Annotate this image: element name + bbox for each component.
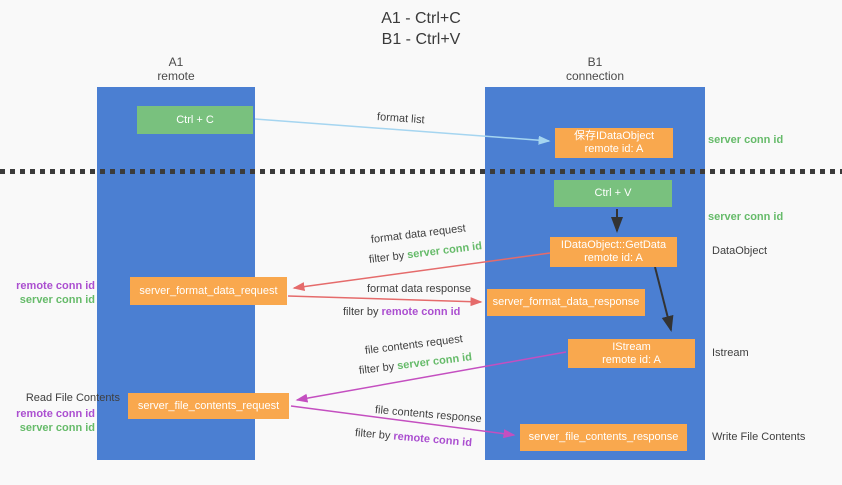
node-ctrl-c-label: Ctrl + C: [176, 113, 214, 126]
remote-conn-id-text: remote conn id: [381, 306, 461, 318]
edge-label-format-data-response: format data response: [367, 283, 471, 295]
left-conn-id-group-1: remote conn id server conn id: [0, 279, 95, 307]
label-server-conn-id-mid-right: server conn id: [708, 211, 784, 223]
edge-label-format-list: format list: [376, 111, 425, 127]
label-server-conn-id-left-1: server conn id: [19, 294, 95, 306]
node-save-idataobject: 保存IDataObject remote id: A: [555, 128, 673, 158]
diagram-title: A1 - Ctrl+C B1 - Ctrl+V: [0, 8, 842, 50]
node-server-file-contents-response: server_file_contents_response: [520, 424, 687, 451]
label-read-file-contents: Read File Contents: [25, 392, 120, 404]
edge-label-filter-by-remote-1: filter by remote conn id: [343, 306, 460, 318]
title-line-1: A1 - Ctrl+C: [381, 10, 461, 27]
title-line-2: B1 - Ctrl+V: [381, 31, 461, 48]
column-header-a1: A1 remote: [97, 55, 255, 83]
label-istream: Istream: [712, 347, 749, 359]
node-getdata-line1: IDataObject::GetData: [560, 239, 667, 251]
column-a1-role: remote: [157, 69, 195, 83]
node-server-file-contents-request: server_file_contents_request: [128, 393, 289, 419]
filter-by-text: filter by: [343, 306, 379, 318]
label-remote-conn-id-left-1: remote conn id: [16, 280, 95, 292]
label-remote-conn-id-left-2: remote conn id: [16, 408, 95, 420]
node-save-idataobject-line2: remote id: A: [584, 143, 644, 155]
filter-by-text: filter by: [368, 249, 405, 266]
node-file-request-label: server_file_contents_request: [137, 399, 280, 412]
arrow-format-data-response: [287, 295, 483, 307]
node-idataobject-getdata: IDataObject::GetData remote id: A: [550, 237, 677, 267]
left-conn-id-group-2: remote conn id server conn id: [0, 407, 95, 435]
node-istream-line1: IStream: [612, 340, 651, 353]
node-file-response-label: server_file_contents_response: [528, 431, 679, 443]
label-dataobject: DataObject: [712, 245, 768, 257]
node-ctrl-v: Ctrl + V: [554, 180, 672, 207]
label-write-file-contents: Write File Contents: [712, 431, 806, 443]
server-conn-id-text: server conn id: [396, 351, 473, 373]
label-server-conn-id-left-2: server conn id: [19, 422, 95, 434]
filter-by-text: filter by: [358, 360, 395, 377]
edge-label-format-data-request: format data request: [370, 222, 467, 246]
column-b1-id: B1: [587, 55, 603, 69]
phase-divider-dotted-line: [0, 169, 842, 174]
node-ctrl-c: Ctrl + C: [137, 106, 253, 134]
label-server-conn-id-top-right: server conn id: [708, 134, 784, 146]
node-getdata-line2: remote id: A: [584, 252, 643, 264]
column-a1-id: A1: [168, 55, 184, 69]
node-ctrl-v-label: Ctrl + V: [594, 187, 632, 199]
remote-conn-id-text: remote conn id: [392, 430, 473, 450]
node-save-idataobject-line1: 保存IDataObject: [573, 130, 655, 142]
filter-by-text: filter by: [354, 427, 391, 443]
node-istream: IStream remote id: A: [568, 339, 695, 368]
node-istream-line2: remote id: A: [602, 353, 661, 366]
node-format-request-label: server_format_data_request: [139, 284, 278, 297]
edge-label-filter-by-remote-2: filter by remote conn id: [354, 427, 472, 449]
column-header-b1: B1 connection: [485, 55, 705, 83]
node-server-format-data-response: server_format_data_response: [487, 289, 645, 316]
node-server-format-data-request: server_format_data_request: [130, 277, 287, 305]
server-conn-id-text: server conn id: [406, 240, 483, 262]
edge-label-file-contents-response: file contents response: [374, 404, 483, 426]
node-format-response-label: server_format_data_response: [492, 296, 640, 308]
column-b1-role: connection: [565, 69, 625, 83]
